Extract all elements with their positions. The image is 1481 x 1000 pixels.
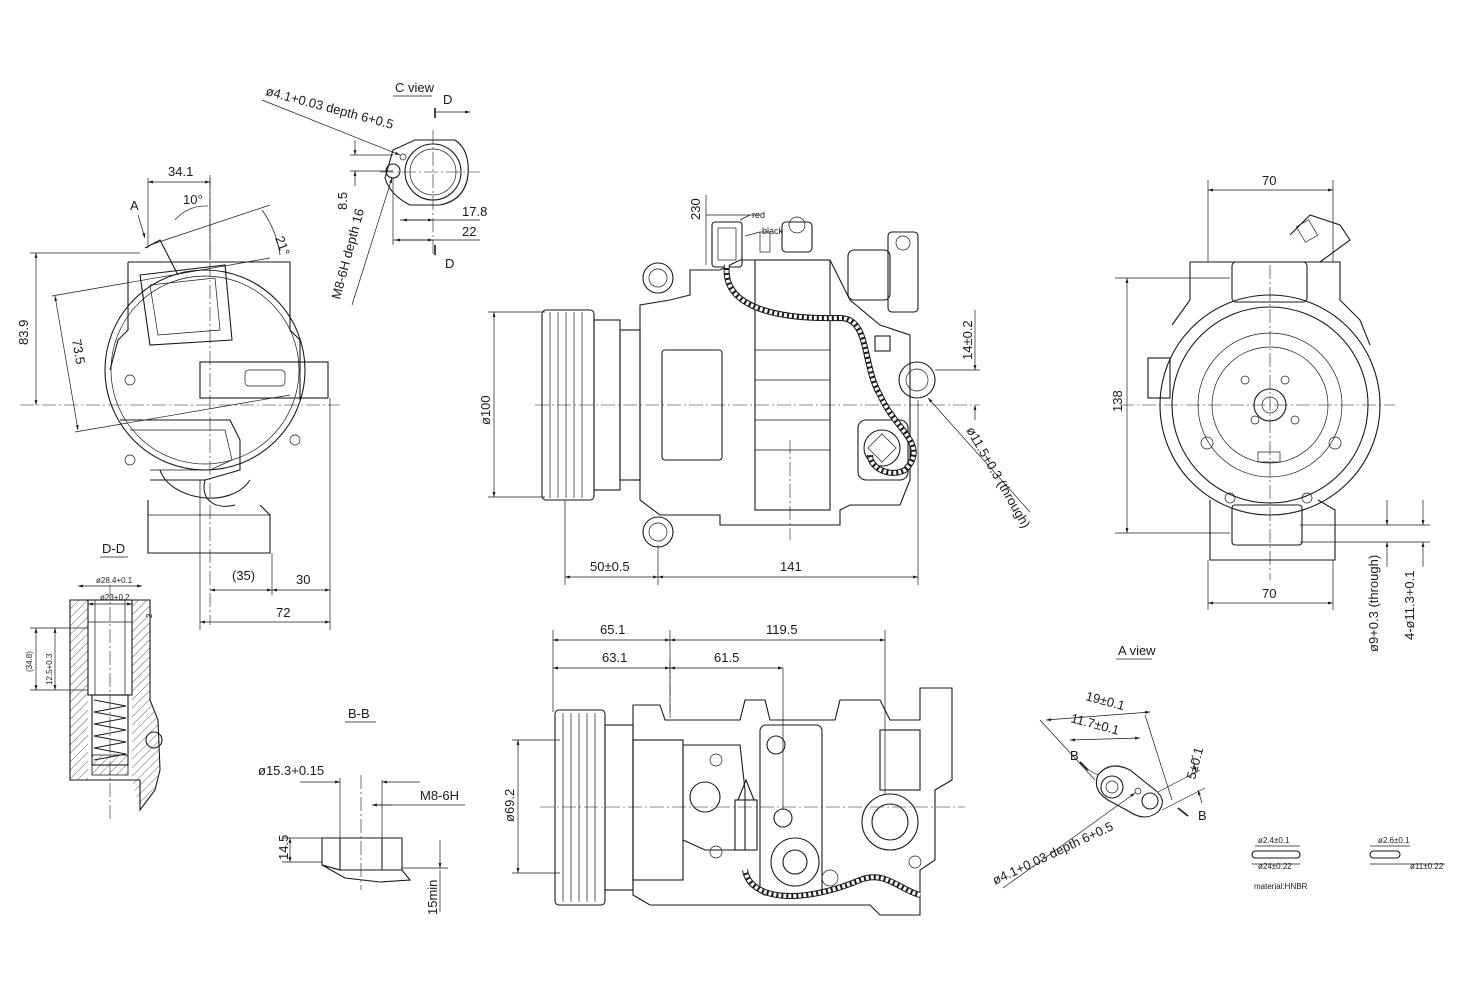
angle-10: 10° <box>183 192 203 207</box>
dd-section-label: D-D <box>102 541 125 556</box>
right-hole-11-3: 4-ø11.3+0.1 <box>1402 570 1417 640</box>
wire-black-label: black <box>762 226 784 236</box>
bb-dia-15-3: ø15.3+0.15 <box>258 763 324 778</box>
dim-34-1: 34.1 <box>168 164 193 179</box>
c-view-label: C view <box>395 80 435 95</box>
bb-section-label: B-B <box>348 706 370 721</box>
dim-65-1: 65.1 <box>600 622 625 637</box>
dim-119-5: 119.5 <box>766 622 798 637</box>
angle-21: 21° <box>272 234 293 258</box>
right-view: 70 138 70 ø9+0.3 (through) 4-ø11.3+0.1 <box>1110 173 1430 652</box>
dd-dim-12-5: 12.5+0.3 <box>45 653 54 685</box>
dia-100: ø100 <box>478 395 493 425</box>
dd-dia-23: ø23+0.2 <box>100 593 130 602</box>
material-label: material:HNBR <box>1254 882 1308 891</box>
section-a-marker: A <box>130 198 139 213</box>
dim-35: (35) <box>232 568 255 583</box>
dim-73-5: 73.5 <box>69 338 88 366</box>
oring1-cs: ø2.4±0.1 <box>1258 836 1290 845</box>
o-rings: ø2.4±0.1 ø24±0.22 material:HNBR ø2.6±0.1… <box>1251 836 1445 891</box>
oring1-id: ø24±0.22 <box>1258 862 1292 871</box>
bb-dim-14-5: 14.5 <box>276 835 291 860</box>
dd-dim-34-8: (34.8) <box>25 651 34 672</box>
bb-dim-15min: 15min <box>425 880 440 915</box>
dim-14: 14±0.2 <box>960 320 975 360</box>
a-view-dim-19: 19±0.1 <box>1084 688 1126 713</box>
section-d-top: D <box>443 92 452 107</box>
a-view: A view B B 19±0.1 11.7±0.1 5±0.1 ø4.1+0.… <box>990 643 1207 889</box>
dim-50: 50±0.5 <box>590 559 630 574</box>
hole-11-5: ø11.5+0.3 (through) <box>963 424 1033 530</box>
c-view-thread-spec: M8-6H depth 16 <box>328 207 367 301</box>
right-hole-9: ø9+0.3 (through) <box>1366 555 1381 652</box>
dim-8-5: 8.5 <box>335 192 350 210</box>
bb-thread: M8-6H <box>420 788 459 803</box>
right-width-bottom: 70 <box>1262 586 1276 601</box>
dim-61-5: 61.5 <box>714 650 739 665</box>
oring2-id: ø11±0.22 <box>1410 862 1444 871</box>
dim-63-1: 63.1 <box>602 650 627 665</box>
a-view-label: A view <box>1118 643 1156 658</box>
front-view: 230 red black ø100 14±0.2 ø11.5+0.3 (thr… <box>478 195 1034 585</box>
dd-section: D-D ø28.4+0.1 ø23+0.2 2 (34.8) 12.5+0.3 <box>25 541 163 820</box>
a-view-section-b-left: B <box>1070 748 1079 763</box>
a-view-hole-spec: ø4.1+0.03 depth 6+0.5 <box>990 819 1116 888</box>
dim-72: 72 <box>276 605 290 620</box>
left-side-view <box>20 175 340 625</box>
oring2-cs: ø2.6±0.1 <box>1378 836 1410 845</box>
dim-22: 22 <box>462 224 476 239</box>
wire-red-label: red <box>752 210 765 220</box>
dia-69-2: ø69.2 <box>502 789 517 822</box>
dd-dim-2: 2 <box>145 613 154 618</box>
dim-83-9: 83.9 <box>16 320 31 345</box>
dim-17-8: 17.8 <box>462 204 487 219</box>
right-height-138: 138 <box>1110 390 1125 412</box>
c-view-hole-spec: ø4.1+0.03 depth 6+0.5 <box>264 83 395 132</box>
section-d-bottom: D <box>445 256 454 271</box>
a-view-dim-5: 5±0.1 <box>1183 746 1206 781</box>
dim-230: 230 <box>688 198 703 220</box>
c-view: C view D ø4.1+0.03 depth 6+0.5 8.5 M8-6H… <box>261 80 487 306</box>
bottom-view: 65.1 119.5 63.1 61.5 ø69.2 <box>502 622 965 916</box>
bb-section: B-B ø15.3+0.15 M8-6H 14.5 15min <box>258 706 465 915</box>
dim-141: 141 <box>780 559 802 574</box>
right-width-top: 70 <box>1262 173 1276 188</box>
dim-30: 30 <box>296 572 310 587</box>
a-view-section-b-right: B <box>1198 808 1207 823</box>
dd-dia-28-4: ø28.4+0.1 <box>96 576 133 585</box>
left-view-dimensions: 34.1 10° A 21° 83.9 73.5 (35) 30 72 <box>16 164 331 630</box>
